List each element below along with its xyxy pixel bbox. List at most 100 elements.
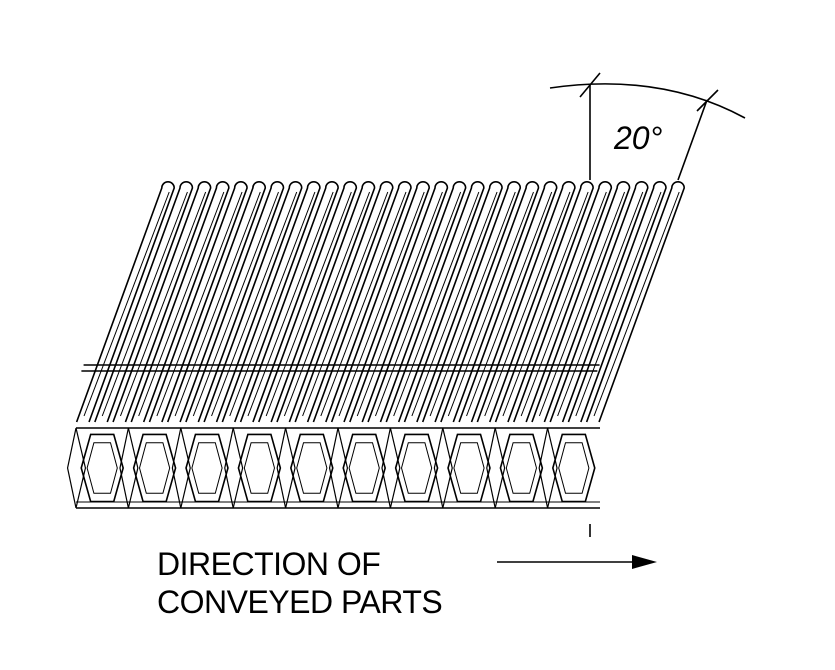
rod xyxy=(221,181,321,423)
rod-highlight xyxy=(101,191,188,417)
link-strut xyxy=(66,427,77,509)
rod-highlight xyxy=(429,191,516,417)
rod-highlight xyxy=(520,191,607,417)
rod-highlight xyxy=(557,191,644,417)
rod xyxy=(130,181,230,423)
rod xyxy=(385,181,485,423)
hex-cell-inner xyxy=(86,442,118,494)
direction-arrow xyxy=(497,555,657,569)
rod xyxy=(349,181,449,423)
rod xyxy=(258,181,358,423)
rod-highlight xyxy=(192,191,279,417)
rod xyxy=(513,181,613,423)
rod-highlight xyxy=(411,191,498,417)
link-strut xyxy=(180,427,191,509)
link-strut xyxy=(232,427,244,509)
rod-highlight xyxy=(265,191,352,417)
link-strut xyxy=(127,427,139,509)
link-strut xyxy=(75,427,87,509)
link-strut xyxy=(538,427,549,509)
hex-cell xyxy=(342,433,386,503)
rod xyxy=(276,181,376,423)
rod-highlight xyxy=(283,191,371,417)
hex-cell-inner xyxy=(191,442,223,494)
rod xyxy=(239,181,339,423)
rod-highlight xyxy=(356,191,443,417)
link-strut xyxy=(337,427,349,509)
rod xyxy=(549,181,649,423)
angled-reference-line xyxy=(677,99,708,181)
link-strut xyxy=(119,427,129,509)
hex-cell xyxy=(552,433,596,503)
rod xyxy=(421,181,522,423)
link-strut xyxy=(285,427,296,509)
hex-cell-inner xyxy=(453,442,485,494)
link-strut xyxy=(381,427,391,509)
hex-cell xyxy=(499,433,544,503)
direction-label-line-2: CONVEYED PARTS xyxy=(157,584,443,620)
rod xyxy=(403,181,503,423)
dimension-arc xyxy=(549,83,746,119)
rod xyxy=(567,181,667,423)
hex-cell xyxy=(185,433,229,503)
rod-highlight xyxy=(174,191,261,417)
link-strut xyxy=(276,427,287,509)
rod-highlight xyxy=(229,191,316,417)
link-strut xyxy=(547,427,558,509)
rod-highlight xyxy=(502,191,589,417)
arc-tick-right xyxy=(696,89,719,112)
arc-tick-left xyxy=(579,72,601,98)
hex-cell xyxy=(80,433,124,503)
arrow-head xyxy=(632,555,657,569)
rod-highlight xyxy=(338,191,425,417)
hex-cell-inner xyxy=(558,442,590,494)
rod-highlight xyxy=(156,191,243,417)
rod-highlight xyxy=(119,191,207,417)
link-strut xyxy=(494,427,506,509)
rod-highlight xyxy=(538,191,626,417)
hex-cell xyxy=(237,433,282,503)
hex-cell xyxy=(290,433,334,503)
rod-highlight xyxy=(83,191,170,417)
direction-label-line-1: DIRECTION OF xyxy=(157,546,381,582)
link-strut xyxy=(486,427,496,509)
rod-highlight xyxy=(138,191,225,417)
rod-crossbars xyxy=(81,364,600,372)
hex-cell xyxy=(447,433,491,503)
rod-highlight xyxy=(320,191,407,417)
rod-highlight xyxy=(466,191,553,417)
rod xyxy=(440,181,540,423)
rod xyxy=(112,181,212,423)
link-strut xyxy=(389,427,401,509)
link-strut xyxy=(433,427,444,509)
rod xyxy=(148,181,248,423)
angle-dimension xyxy=(549,72,746,181)
slanted-rods xyxy=(75,181,686,423)
rod xyxy=(476,181,576,423)
link-strut xyxy=(328,427,339,509)
hex-cell-inner xyxy=(348,442,380,494)
rod xyxy=(166,181,267,423)
rod xyxy=(75,181,176,423)
link-strut xyxy=(171,427,182,509)
link-strut xyxy=(442,427,453,509)
hex-cell xyxy=(132,433,177,503)
rod xyxy=(494,181,594,423)
rod xyxy=(312,181,412,423)
rod-highlight xyxy=(593,191,680,417)
rod-highlight xyxy=(447,191,534,417)
rod xyxy=(367,181,467,423)
rod-highlight xyxy=(211,191,298,417)
hex-cell xyxy=(394,433,439,503)
rod xyxy=(585,181,686,423)
rod-highlight xyxy=(393,191,480,417)
rod-highlight xyxy=(302,191,389,417)
hex-cell-inner xyxy=(138,442,171,494)
direction-label: DIRECTION OF CONVEYED PARTS xyxy=(157,545,443,621)
hex-cell-inner xyxy=(296,442,328,494)
rod xyxy=(203,181,303,423)
rod xyxy=(294,181,394,423)
hex-cell-inner xyxy=(505,442,538,494)
